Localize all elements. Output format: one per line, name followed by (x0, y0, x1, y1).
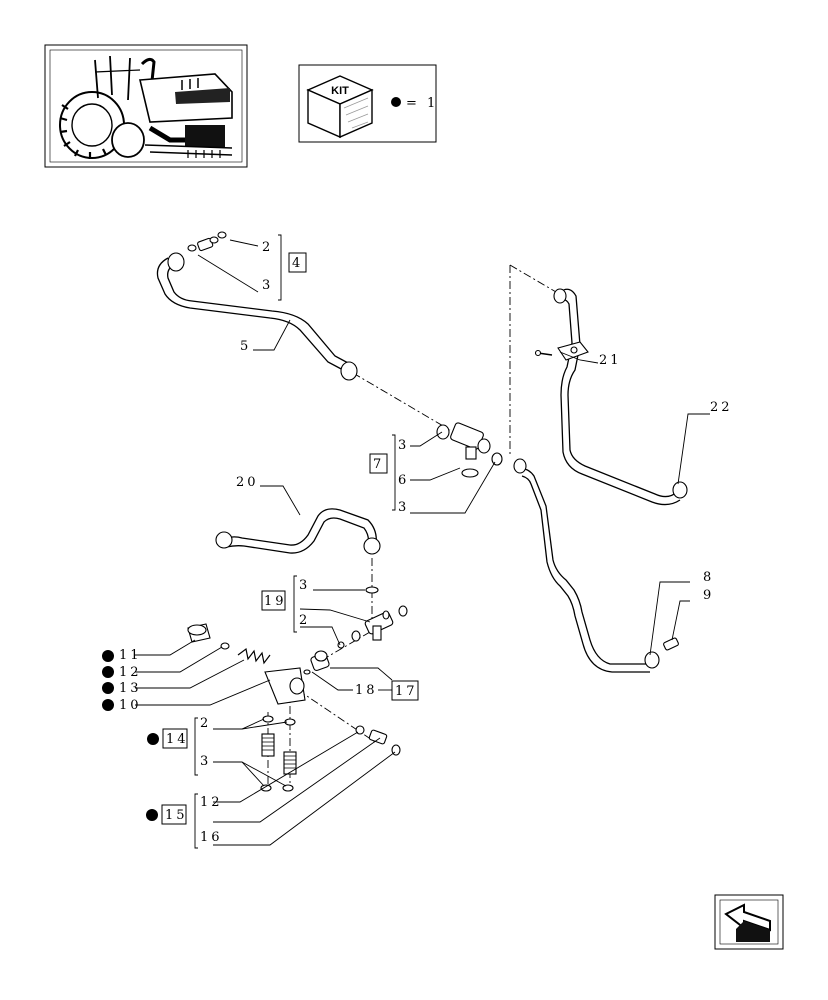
callout-13: 13 (119, 681, 142, 696)
tee-fitting-7 (436, 422, 503, 478)
callout-2-fit14: 2 (200, 716, 211, 731)
callout-19: 19 (264, 594, 287, 609)
callout-3-tee-top: 3 (398, 438, 409, 453)
callout-7: 7 (373, 457, 384, 472)
next-page-arrow-button[interactable] (714, 894, 784, 950)
callout-3-upper: 3 (262, 278, 273, 293)
callout-20: 20 (236, 475, 259, 490)
callout-10: 10 (119, 698, 142, 713)
callout-16: 16 (200, 830, 223, 845)
callout-18: 18 (355, 683, 378, 698)
callout-5: 5 (240, 339, 251, 354)
callout-22: 22 (710, 400, 733, 415)
callout-12-bottom: 12 (200, 795, 223, 810)
callout-2-upper: 2 (262, 240, 273, 255)
kit-bullet-icon (391, 97, 401, 107)
callout-12-left: 12 (119, 665, 142, 680)
callout-box-7 (369, 453, 388, 474)
callout-21: 21 (599, 353, 622, 368)
bullet-icon-12 (102, 666, 114, 678)
bullet-icon-14 (147, 733, 159, 745)
bracket-4 (278, 234, 307, 301)
pipe-20 (215, 508, 381, 555)
callout-6: 6 (398, 473, 409, 488)
callout-3-fit14: 3 (200, 754, 211, 769)
bracket-7 (369, 434, 396, 511)
valve-body-10 (264, 650, 330, 705)
pipe-8 (513, 458, 679, 673)
callout-box-17 (391, 680, 419, 701)
callout-14: 14 (166, 732, 189, 747)
callout-3-tee-bottom: 3 (398, 500, 409, 515)
callout-9: 9 (703, 588, 714, 603)
callout-box-14 (162, 728, 188, 749)
tractor-illustration (59, 55, 233, 159)
bullet-icon-13 (102, 682, 114, 694)
bracket-14 (162, 717, 198, 776)
callout-15: 15 (165, 808, 188, 823)
kit-bullets (102, 650, 159, 821)
bracket-15 (161, 793, 198, 849)
kit-label: KIT (331, 85, 349, 97)
kit-legend-box: KIT = 1 (298, 64, 438, 143)
bullet-icon-10 (102, 699, 114, 711)
callout-box-15 (161, 804, 187, 825)
bracket-19 (261, 575, 297, 633)
plug-11-spring-13 (187, 623, 271, 665)
pipe-5 (156, 252, 358, 381)
callout-4: 4 (292, 256, 303, 271)
callout-numbers: 2 4 3 5 3 7 6 3 21 22 20 3 19 2 8 9 11 1… (119, 240, 733, 845)
callout-box-19 (261, 590, 286, 611)
pipe-22 (534, 288, 688, 506)
bullet-icon-11 (102, 650, 114, 662)
fitting-2-3-upper (187, 231, 227, 252)
callout-17: 17 (395, 684, 418, 699)
kit-cube-icon (306, 75, 374, 139)
tee-fitting-19 (337, 586, 408, 649)
kit-equals-text: = 1 (406, 96, 438, 111)
callout-8: 8 (703, 570, 714, 585)
leader-lines (135, 239, 710, 846)
tractor-thumbnail (44, 44, 248, 168)
bracket-17 (391, 680, 419, 701)
next-arrow-icon (724, 903, 771, 942)
callout-box-4 (288, 252, 307, 273)
bullet-icon-15 (146, 809, 158, 821)
callout-2-tee19: 2 (299, 613, 310, 628)
fittings-14 (260, 715, 297, 792)
callout-11: 11 (119, 648, 142, 663)
callout-3-tee19: 3 (299, 578, 310, 593)
